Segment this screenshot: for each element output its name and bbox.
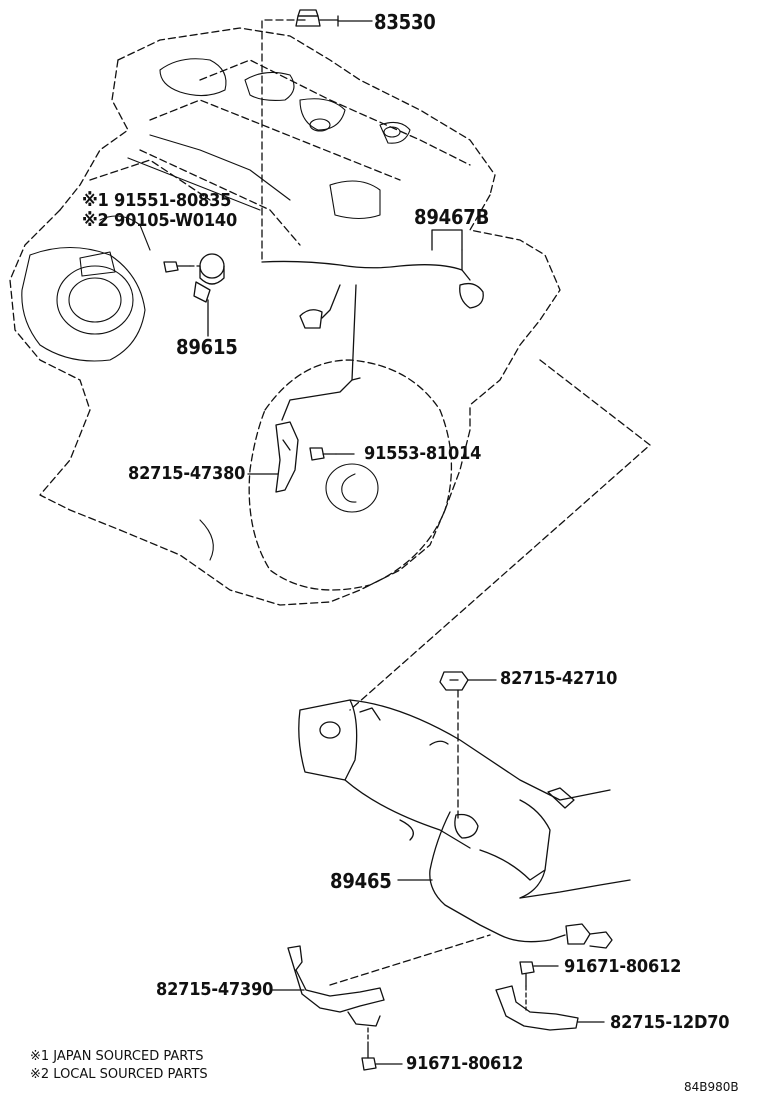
oxygen-sensor-89467b-icon [261, 260, 484, 421]
clip-82715-42710-icon [439, 671, 469, 691]
bracket-82715-12d70-icon [495, 985, 579, 1031]
note-local-sourced: ※2 LOCAL SOURCED PARTS [30, 1067, 208, 1082]
diagram-code: 84B980B [684, 1080, 739, 1094]
bracket-82715-47390-icon [287, 945, 385, 1027]
label-89467b: 89467B [414, 205, 490, 229]
note-japan-sourced: ※1 JAPAN SOURCED PARTS [30, 1049, 204, 1064]
converter-assembly [298, 699, 631, 899]
bolt-91671-upper-icon [519, 961, 535, 987]
label-82715-47390: 82715-47390 [156, 979, 274, 1000]
label-83530: 83530 [374, 10, 436, 34]
knock-sensor-icon [193, 253, 225, 303]
transmission-housing [248, 359, 453, 591]
dash-47390 [329, 934, 491, 986]
label-82715-42710: 82715-42710 [500, 668, 618, 689]
label-82715-12d70: 82715-12D70 [610, 1012, 730, 1033]
label-89615: 89615 [176, 335, 238, 359]
bolt-icon [163, 261, 191, 273]
leader-89467b [431, 229, 463, 251]
engine-details [21, 58, 411, 561]
label-91551: ※1 91551-80835 [82, 190, 232, 211]
label-91671-80612-b: 91671-80612 [406, 1053, 524, 1074]
oil-pressure-switch-icon [295, 9, 339, 27]
label-82715-47380: 82715-47380 [128, 463, 246, 484]
label-91553-81014: 91553-81014 [364, 443, 482, 464]
label-91671-80612-a: 91671-80612 [564, 956, 682, 977]
engine-block [9, 27, 561, 606]
bracket-82715-47380-icon [275, 421, 299, 493]
label-90105: ※2 90105-W0140 [82, 210, 238, 231]
oxygen-sensor-89465-icon [429, 811, 613, 949]
bolt-91671-lower-icon [361, 1041, 377, 1071]
dash-83530 [261, 19, 306, 261]
dash-connector [349, 359, 651, 711]
label-89465: 89465 [330, 869, 392, 893]
bolt-91553-icon [309, 447, 337, 461]
